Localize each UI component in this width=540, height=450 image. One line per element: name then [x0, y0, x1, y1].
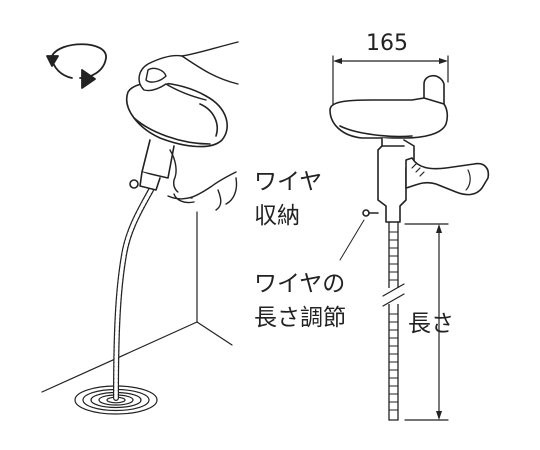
body-and-handle — [362, 137, 490, 223]
rotate-arrow-icon — [46, 43, 107, 89]
callout-leader — [339, 219, 365, 261]
length-dimension-label: 長さ — [408, 311, 454, 337]
width-dimension-line — [332, 55, 449, 111]
room-corner — [41, 211, 233, 393]
length-dimension-line — [404, 223, 449, 421]
wire-storage-label-line-1: ワイヤ — [254, 169, 323, 195]
spool-side-view — [329, 74, 449, 139]
wire-length-adjust-label-line-2: 長さ調節 — [254, 305, 346, 331]
wire-storage-label-line-2: 収納 — [254, 203, 300, 229]
operator-hands — [138, 41, 239, 211]
width-dimension-label: 165 — [366, 31, 408, 56]
straight-wire — [382, 221, 405, 421]
handheld-drain-cleaner — [125, 81, 228, 191]
wire-length-adjust-label-line-1: ワイヤの — [254, 271, 346, 297]
coiled-wire-left — [113, 187, 154, 401]
